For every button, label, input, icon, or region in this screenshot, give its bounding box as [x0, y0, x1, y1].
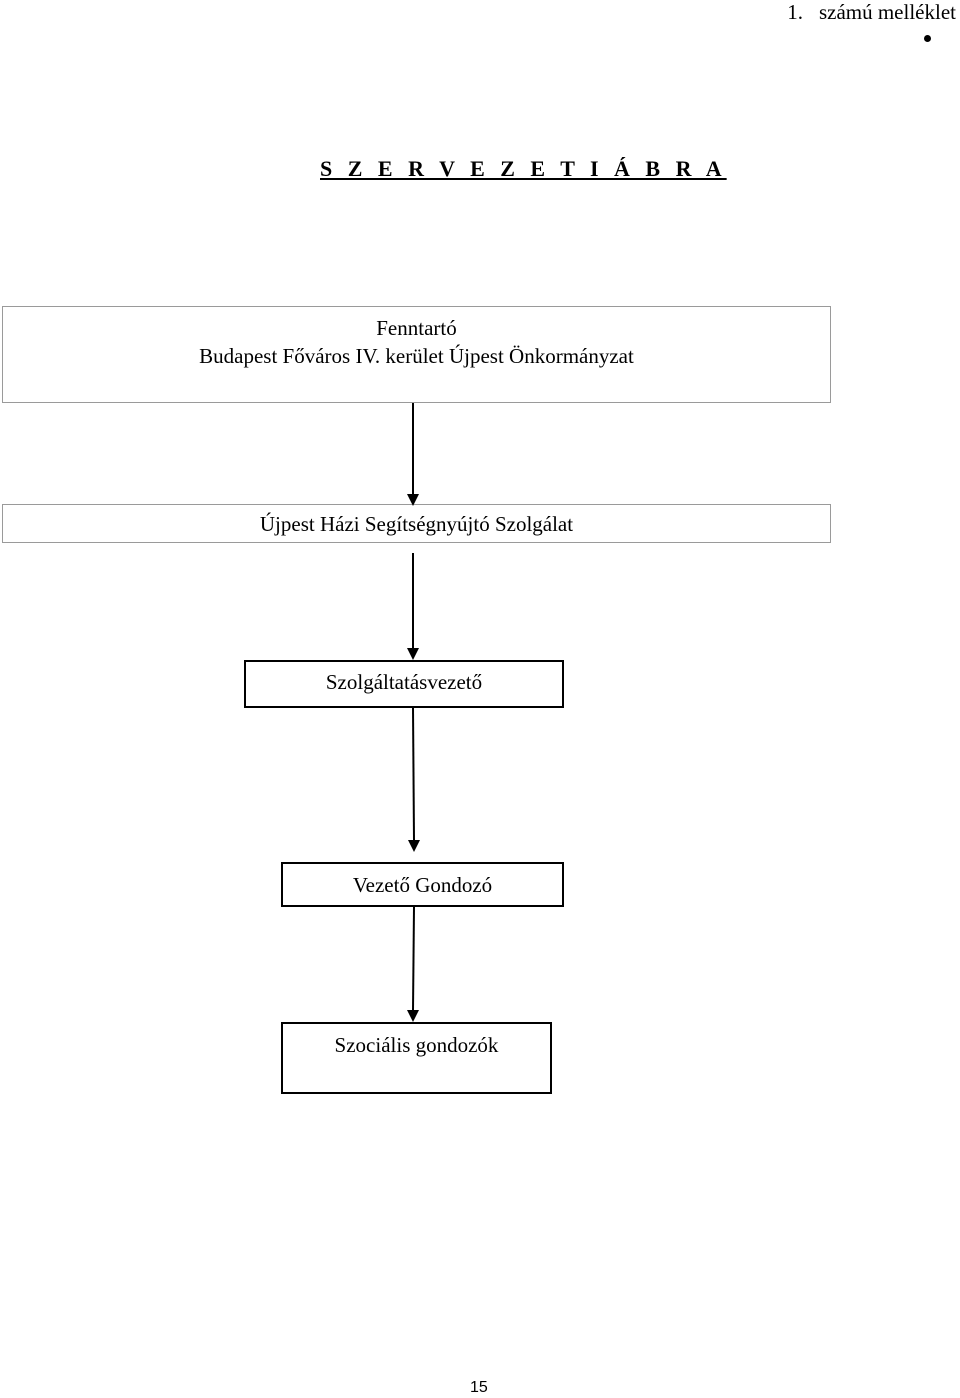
node-szolgaltatasvezeto: Szolgáltatásvezető [244, 660, 564, 708]
page-number: 15 [470, 1379, 488, 1396]
arrow-fenntarto-to-szolgalat [407, 403, 419, 506]
annex-label: 1. számú melléklet [787, 0, 956, 24]
annex-number: 1. [787, 0, 803, 24]
node-fenntarto: Fenntartó Budapest Főváros IV. kerület Ú… [2, 306, 831, 403]
node-szocialis-gondozok: Szociális gondozók [281, 1022, 552, 1094]
node-vezeto-gondozo: Vezető Gondozó [281, 862, 564, 907]
arrow-vezeto-to-gondozo [408, 707, 420, 852]
node-szolgalat: Újpest Házi Segítségnyújtó Szolgálat [2, 504, 831, 543]
node-fenntarto-label: Fenntartó [376, 316, 457, 340]
page-title: S Z E R V E Z E T I Á B R A [320, 156, 727, 181]
arrow-szolgalat-to-vezeto [407, 553, 419, 660]
bullet-dot-icon [924, 35, 931, 42]
arrow-gondozo-to-szocialis [407, 906, 419, 1022]
node-fenntarto-name: Budapest Főváros IV. kerület Újpest Önko… [199, 344, 634, 368]
annex-text: számú melléklet [818, 0, 956, 24]
